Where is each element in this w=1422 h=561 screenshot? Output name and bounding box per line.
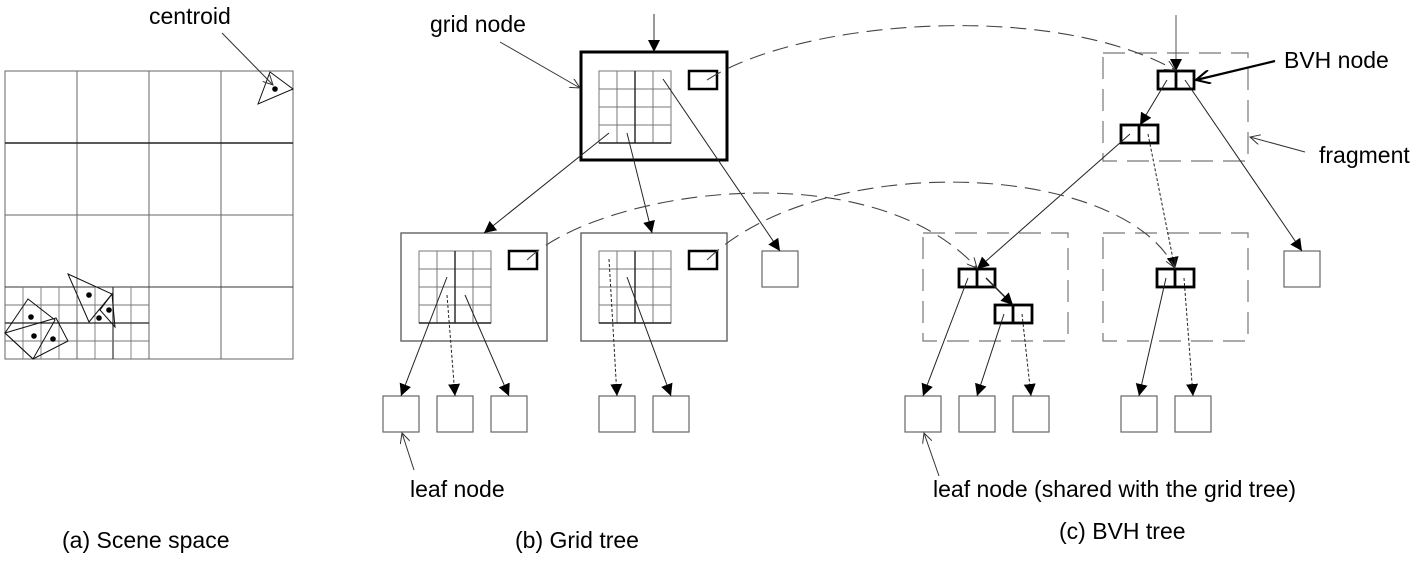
leaf-node (382, 395, 420, 433)
edge (921, 277, 969, 397)
child-grid-node-2 (580, 232, 728, 342)
centroid-dot (50, 336, 56, 342)
bvh-node-label: BVH node (1284, 47, 1389, 73)
edge (975, 313, 1005, 397)
triangle-small (99, 292, 116, 329)
bvh-node-root (1156, 69, 1196, 91)
bvh-pointer-box (687, 249, 719, 271)
link-root-to-bvh (706, 25, 1175, 81)
caption-scene-space: (a) Scene space (62, 527, 230, 553)
triangle-top-right (257, 71, 294, 105)
grid-edges (399, 78, 781, 397)
edge (985, 277, 1014, 306)
triangles (4, 71, 294, 360)
quad-lower-left (4, 298, 56, 360)
edge (1184, 79, 1303, 252)
edge (1135, 277, 1167, 397)
centroid-dot (86, 292, 92, 298)
leaf-node (1120, 395, 1158, 433)
leaf-node (598, 395, 636, 433)
edge (662, 78, 781, 252)
bvh-node (1155, 267, 1196, 289)
fragments (922, 52, 1249, 342)
edge (626, 276, 673, 397)
centroid-dot (272, 86, 278, 92)
bvh-node (993, 303, 1034, 325)
bvh-node (1119, 123, 1160, 145)
bvh-node-pointer (1196, 59, 1276, 80)
leaf-node-label-grid: leaf node (410, 476, 505, 502)
triangle-mid (67, 273, 113, 323)
bvh-node (957, 267, 997, 289)
child-grid-node-1 (400, 232, 548, 342)
cross-links (526, 25, 1175, 268)
caption-grid-tree: (b) Grid tree (515, 527, 639, 553)
caption-bvh-tree: (c) BVH tree (1059, 518, 1186, 544)
bvh-pointer-box (507, 249, 539, 271)
coarse-grid (4, 70, 294, 360)
edge (1147, 133, 1179, 270)
link-child1-to-bvh (526, 192, 977, 268)
triangle-lower (4, 317, 69, 360)
leaf-node (1283, 250, 1321, 288)
centroid-label: centroid (149, 3, 231, 29)
fragment-pointer (1250, 137, 1306, 153)
leaf-node-label-bvh: leaf node (shared with the grid tree) (933, 476, 1297, 502)
edge (1021, 313, 1036, 397)
leaf-node (652, 395, 690, 433)
centroid-dot (106, 307, 112, 313)
link-child2-to-bvh (706, 181, 1175, 268)
edge (626, 132, 655, 234)
bvh-tree-panel (904, 15, 1321, 477)
edge (1139, 79, 1168, 126)
centroid-dot (31, 333, 37, 339)
centroids (28, 86, 278, 342)
edge (446, 294, 461, 397)
leaf-node (1012, 395, 1050, 433)
leaf-node (490, 395, 528, 433)
leaf-node-pointer (402, 433, 415, 471)
scene-space-panel (4, 32, 294, 360)
bvh-edges (921, 79, 1303, 397)
bvh-nodes (957, 69, 1196, 325)
leaf-node (1174, 395, 1212, 433)
edge (1183, 277, 1199, 397)
centroid-pointer (221, 32, 273, 85)
leaf-node (904, 395, 942, 433)
grid-tree-panel (382, 14, 799, 471)
leaf-node-pointer (924, 433, 940, 477)
bvh-pointer-box (687, 69, 719, 91)
edge (399, 276, 448, 397)
fragment-label: fragment (1319, 142, 1410, 168)
leaf-node (958, 395, 996, 433)
edge (608, 258, 623, 397)
edge (464, 294, 510, 397)
fragment-3 (1102, 232, 1249, 342)
centroid-dot (96, 315, 102, 321)
leaf-node (436, 395, 474, 433)
centroid-dot (28, 314, 34, 320)
leaf-node (761, 250, 799, 288)
grid-leaves (382, 395, 690, 433)
root-grid-node (579, 50, 729, 162)
edge (976, 133, 1131, 270)
edge (483, 132, 610, 234)
grid-node-label: grid node (430, 11, 526, 37)
grid-node-pointer (499, 41, 580, 88)
